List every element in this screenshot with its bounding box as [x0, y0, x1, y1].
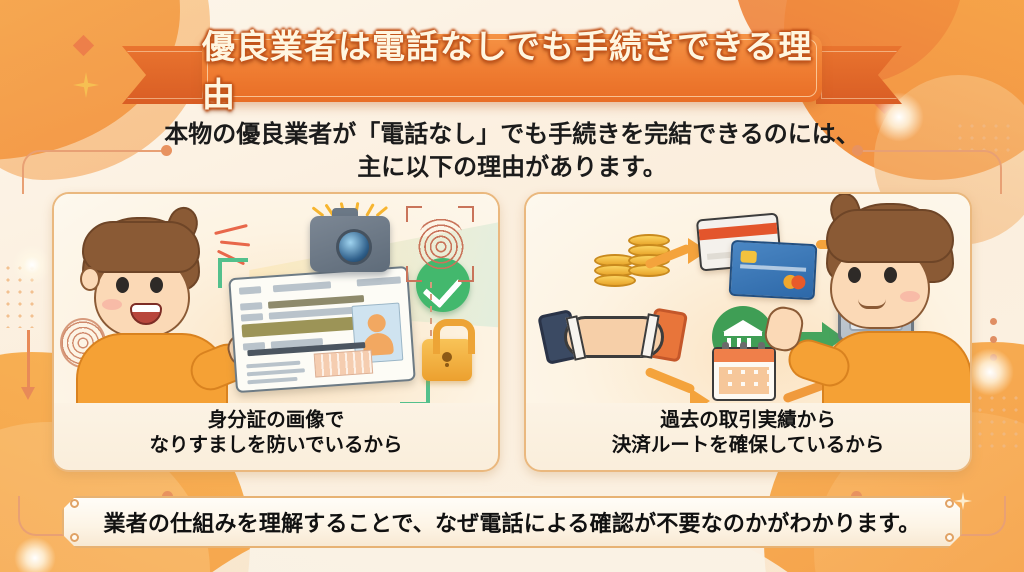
dot-grid-left-icon [2, 262, 38, 328]
fingerprint-icon [418, 216, 464, 272]
vertical-dots-icon [990, 318, 997, 325]
padlock-icon [422, 318, 475, 381]
footer-tag-hole-bottom-right [945, 533, 954, 542]
reason-card-1-illustration [54, 194, 498, 403]
footer-text: 業者の仕組みを理解することで、なぜ電話による確認が不要なのかがわかります。 [103, 512, 921, 537]
subtitle-line-2: 主に以下の理由があります。 [357, 153, 667, 182]
subtitle-block: 本物の優良業者が「電話なし」でも手続きを完結できるのには、 主に以下の理由があり… [0, 118, 1024, 184]
id-card-icon [228, 265, 416, 394]
footer-tag-hole-top-right [945, 499, 954, 508]
handshake-icon [537, 302, 689, 376]
boy-smile-right [858, 299, 886, 309]
boy-cheek-right [900, 290, 920, 302]
boy-illustration-left [72, 201, 267, 403]
subtitle-line-1: 本物の優良業者が「電話なし」でも手続きを完結できるのには、 [164, 120, 860, 148]
reason-card-2[interactable]: 過去の取引実績から 決済ルートを確保しているから [524, 192, 972, 472]
camera-icon [310, 216, 390, 272]
boy-fringe [82, 220, 200, 273]
boy-ear [80, 266, 100, 291]
reason-card-1-caption: 身分証の画像で なりすましを防いでいるから [54, 403, 498, 470]
card-1-caption-line-2: なりすましを防いでいるから [149, 433, 403, 457]
card-2-caption-line-2: 決済ルートを確保しているから [611, 433, 885, 457]
dashed-line-icon [430, 282, 432, 338]
card-2-caption-line-1: 過去の取引実績から [660, 407, 836, 431]
title-ribbon: 優良業者は電話なしでも手続きできる理由 [0, 27, 1024, 114]
glow-icon-2 [12, 245, 52, 285]
reason-card-2-caption: 過去の取引実績から 決済ルートを確保しているから [526, 403, 970, 470]
boy-eye-right-right [884, 266, 897, 283]
ribbon-tail-right-icon [816, 46, 902, 104]
coin-stack-icon [594, 230, 682, 292]
reason-card-1[interactable]: 身分証の画像で なりすましを防いでいるから [52, 192, 500, 472]
boy-fringe-right [826, 208, 954, 263]
bracket-bottom-right [400, 376, 430, 403]
title-banner: 優良業者は電話なしでも手続きできる理由 [202, 27, 822, 114]
glow-icon-4 [14, 537, 56, 572]
boy-eye-left [116, 276, 129, 293]
boy-illustration-right [761, 194, 970, 403]
card-1-caption-line-1: 身分証の画像で [207, 407, 345, 431]
footer-tag-hole-top-left [70, 499, 79, 508]
ribbon-tail-left-icon [122, 46, 208, 104]
glow-icon-3 [966, 348, 1014, 396]
calendar-icon [712, 341, 776, 401]
page-title: 優良業者は電話なしでも手続きできる理由 [202, 27, 813, 114]
cards-row: 身分証の画像で なりすましを防いでいるから [52, 192, 972, 472]
boy-eye-left-right [848, 266, 861, 283]
reason-card-2-illustration [526, 194, 970, 403]
boy-cheek [102, 298, 122, 310]
camera-top-icon [332, 208, 358, 218]
bracket-top-left [218, 258, 248, 288]
scan-brackets-icon [218, 258, 430, 403]
footer-tag-hole-bottom-left [70, 533, 79, 542]
fingerprint-bracket-icon [406, 206, 474, 282]
footer-banner: 業者の仕組みを理解することで、なぜ電話による確認が不要なのかがわかります。 [62, 496, 962, 548]
boy-eye-right [150, 276, 163, 293]
down-arrow-icon [21, 330, 35, 400]
boy-mouth [130, 302, 162, 325]
